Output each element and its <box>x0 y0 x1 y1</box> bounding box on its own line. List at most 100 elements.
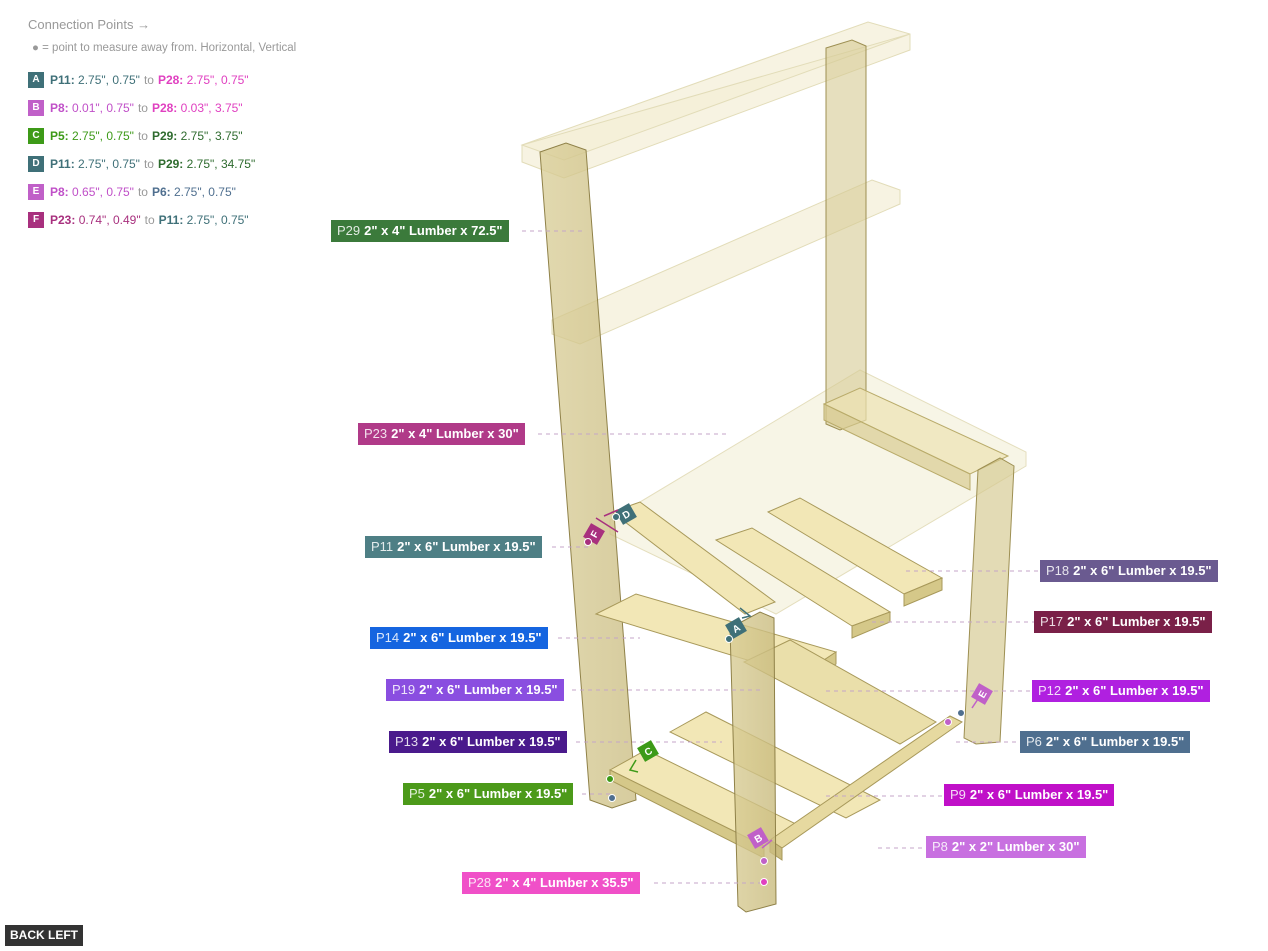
marker-e[interactable]: E <box>971 683 993 705</box>
part-description: 2" x 6" Lumber x 19.5" <box>1065 683 1204 698</box>
to-value: 2.75", 0.75" <box>186 73 249 87</box>
to-part: P28: <box>157 73 184 87</box>
from-part: P11: <box>50 73 75 87</box>
connection-badge: D <box>28 156 44 172</box>
to-part: P11: <box>158 213 184 227</box>
to-value: 2.75", 34.75" <box>186 157 256 171</box>
connection-points-panel: Connection Points → ● = point to measure… <box>28 17 296 240</box>
part-id: P23 <box>364 426 388 441</box>
part-description: 2" x 6" Lumber x 19.5" <box>969 787 1109 802</box>
svg-text:B: B <box>753 833 765 846</box>
rear-left-post <box>825 39 867 431</box>
part-description: 2" x 6" Lumber x 19.5" <box>397 539 536 554</box>
to-part: P6: <box>151 185 171 199</box>
marker-c[interactable]: C <box>637 740 659 762</box>
part-id: P29 <box>337 223 361 238</box>
from-value: 2.75", 0.75" <box>78 73 140 87</box>
marker-d[interactable]: D <box>615 503 637 525</box>
part-id: P14 <box>376 630 400 645</box>
part-description: 2" x 4" Lumber x 72.5" <box>364 223 503 238</box>
connection-badge: A <box>28 72 44 88</box>
svg-text:E: E <box>977 689 990 701</box>
from-part: P8: <box>50 101 69 115</box>
marker-a[interactable]: A <box>725 617 747 639</box>
back-left-button[interactable]: BACK LEFT <box>5 925 83 946</box>
ghost-middle-shelf <box>551 179 901 345</box>
from-value: 2.75", 0.75" <box>72 129 134 143</box>
part-description: 2" x 2" Lumber x 30" <box>951 839 1080 854</box>
part-description: 2" x 6" Lumber x 19.5" <box>1067 614 1206 629</box>
part-id: P6 <box>1026 734 1042 749</box>
connection-points-title[interactable]: Connection Points → <box>28 17 151 32</box>
part-id: P18 <box>1046 563 1070 578</box>
part-description: 2" x 6" Lumber x 19.5" <box>1045 734 1185 749</box>
svg-text:D: D <box>621 509 633 522</box>
part-id: P13 <box>395 734 419 749</box>
to-value: 2.75", 0.75" <box>186 213 249 227</box>
measure-dots <box>584 513 965 886</box>
from-value: 0.74", 0.49" <box>78 213 141 227</box>
part-id: P12 <box>1038 683 1062 698</box>
connection-badge: F <box>28 212 44 228</box>
front-left-tall-post <box>539 142 637 809</box>
to-value: 2.75", 3.75" <box>180 129 243 143</box>
svg-text:A: A <box>731 623 743 636</box>
from-value: 0.01", 0.75" <box>72 101 134 115</box>
to-word: to <box>144 213 155 227</box>
to-word: to <box>137 101 148 115</box>
to-word: to <box>137 185 148 199</box>
marker-b[interactable]: B <box>747 827 769 849</box>
from-part: P11: <box>50 157 75 171</box>
front-right-post <box>963 457 1015 745</box>
from-value: 2.75", 0.75" <box>78 157 140 171</box>
part-description: 2" x 6" Lumber x 19.5" <box>1073 563 1212 578</box>
part-id: P9 <box>950 787 966 802</box>
from-value: 0.65", 0.75" <box>72 185 134 199</box>
from-part: P23: <box>50 213 76 227</box>
from-part: P8: <box>50 185 69 199</box>
svg-text:F: F <box>589 529 602 540</box>
connection-badge: C <box>28 128 44 144</box>
to-word: to <box>137 129 148 143</box>
part-id: P5 <box>409 786 425 801</box>
to-word: to <box>143 73 154 87</box>
to-part: P28: <box>151 101 178 115</box>
upper-counter-shelf <box>822 387 1010 491</box>
to-part: P29: <box>151 129 178 143</box>
from-part: P5: <box>50 129 69 143</box>
measure-arrows <box>595 509 981 849</box>
to-part: P29: <box>157 157 184 171</box>
to-value: 0.03", 3.75" <box>180 101 243 115</box>
part-id: P28 <box>468 875 492 890</box>
connection-points-note: ● = point to measure away from. Horizont… <box>32 42 297 54</box>
part-description: 2" x 4" Lumber x 30" <box>391 426 519 441</box>
part-description: 2" x 6" Lumber x 19.5" <box>403 630 542 645</box>
